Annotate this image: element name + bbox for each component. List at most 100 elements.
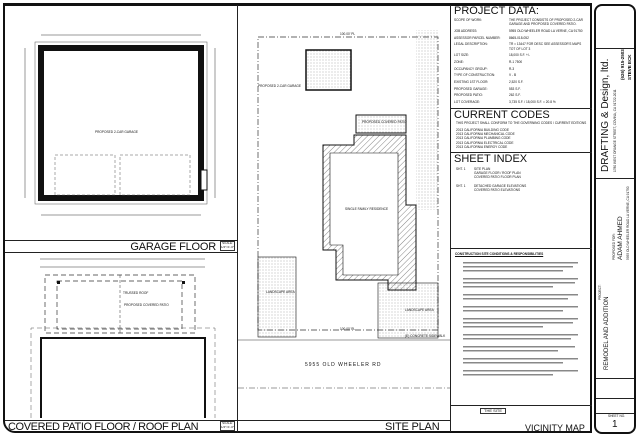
construction-notes-text [463,262,578,376]
project-data-table: SCOPE OF WORK: THE PROJECT CONSISTS OF PR… [451,17,592,108]
row-key: JOB ADDRESS: [454,28,478,33]
sheet-no: SHT. 1 [456,183,466,188]
sheet-desc: SITE PLAN [474,167,491,172]
row-value: 2,520 S.F. [509,80,524,85]
patio-plan-drawing [30,258,216,418]
sheet-no: SHT. 1 [456,167,466,172]
project-label: PROJECT: [598,284,602,300]
garage-floor-drawing [24,34,216,216]
sheet-number: 1 [612,419,618,430]
divider [5,420,450,421]
row-key: ASSESSOR PARCEL NUMBER: [454,35,501,40]
project-data-row: OCCUPANCY GROUP: R-3 [454,67,589,71]
code-item: 2013 CALIFORNIA MECHANICAL CODE [456,132,515,137]
notes-title: CONSTRUCTION SITE CONDITIONS & RESPONSIB… [455,252,544,256]
row-value: TR = 13447 FOR DESC SEE ASSESSOR'S MAPS … [509,42,582,51]
row-value: R-1 7500 [509,59,523,64]
site-patio-label: PROPOSED COVERED PATIO [362,120,407,124]
project-data-row: ASSESSOR PARCEL NUMBER: 8665-018-052 [454,36,589,40]
landscape-label: LANDSCAPE AREA [405,308,434,312]
site-plan-drawing [238,30,450,389]
divider [450,5,451,432]
project-info-column: PROJECT DATA: SCOPE OF WORK: THE PROJECT … [451,5,592,248]
sheet-desc: GARAGE FLOOR / ROOF PLAN [474,171,521,176]
firm-name: DRAFTING & Design, ltd. [600,58,611,172]
sheet-index-title: SHEET INDEX [454,153,528,166]
property-line-label: 100.00' PL [340,32,356,36]
garage-floor-scale: SCALE: 1/4"=1'-0" [220,241,235,251]
project-data-row: LOT SIZE: 18,000 S.F. +/- [454,53,589,57]
property-line-label: 100.00' PL [340,327,356,331]
site-marker: THE SITE [480,408,507,415]
project-data-row: ZONE: R-1 7500 [454,60,589,64]
row-value: 18,000 S.F. +/- [509,53,530,58]
project-data-row: PROPOSED PATIO: 262 S.F. [454,93,589,97]
sheet-desc: COVERED PATIO ELEVATIONS [474,187,521,192]
site-plan-title: SITE PLAN [385,421,440,433]
sidewalk-label: (E) CONCRETE SIDEWALK [405,334,446,338]
garage-label: PROPOSED 2-CAR GARAGE [95,130,139,134]
patio-plan-title: COVERED PATIO FLOOR / ROOF PLAN [8,421,199,433]
project-data-row: JOB ADDRESS: 5955 OLD WHEELER ROAD LA VER… [454,29,589,33]
prepared-for-label: PROPOSED FOR: [612,233,616,260]
row-key: EXISTING 1ST FLOOR: [454,80,489,85]
residence-label: SINGLE FAMILY RESIDENCE [345,207,389,211]
title-block [594,4,636,434]
site-garage-label: PROPOSED 2-CAR GARAGE [258,84,302,88]
vicinity-map-title: VICINITY MAP [525,423,585,433]
project-data-row: SCOPE OF WORK: THE PROJECT CONSISTS OF PR… [454,18,589,26]
row-value: 553 S.F. [509,86,521,91]
sheet-label: SHEET NO. [608,414,626,418]
row-value: 262 S.F. [509,93,521,98]
firm-contact: STEVE ECK [627,54,632,80]
client-address: 5955 OLD WHEELER ROAD LA VERNE, CA 91750 [626,186,630,260]
row-key: LEGAL DESCRIPTION: [454,42,488,47]
project-data-row: LOT COVERAGE: 3,735 S.F. / 18,000 S.F. = … [454,100,589,104]
row-key: PROPOSED PATIO: [454,93,483,98]
row-value: V - B [509,73,517,78]
patio-plan-scale: SCALE: 1/4"=1'-0" [220,421,235,431]
firm-address: 1780 WEST ORANGE STREET, COVINA, CA 9172… [613,89,617,172]
codes-intro: THIS PROJECT SHALL CONFORM TO THE GOVERN… [456,120,587,125]
client-name: ADAM AHMED [617,216,624,260]
code-item: 2013 CALIFORNIA PLUMBING CODE [456,136,511,141]
sheet-desc: COVERED PATIO FLOOR PLAN [474,175,521,180]
firm-phone: (626) 915-2503 [620,49,625,80]
project-name: REMODEL AND ADDITION [604,296,610,370]
row-value: THE PROJECT CONSISTS OF PROPOSED 2-CAR G… [509,18,583,27]
project-data-row: PROPOSED GARAGE: 553 S.F. [454,87,589,91]
sheet-desc: DETACHED GARAGE ELEVATIONS [474,183,527,188]
drawing-border [3,3,592,433]
row-key: SCOPE OF WORK: [454,18,483,22]
project-data-row: TYPE OF CONSTRUCTION: V - B [454,73,589,77]
row-key: PROPOSED GARAGE: [454,86,488,91]
project-data-row: LEGAL DESCRIPTION: TR = 13447 FOR DESC SE… [454,42,589,50]
street-label: 5955 OLD WHEELER RD [305,362,382,368]
row-value: 8665-018-052 [509,35,529,40]
row-value: 5955 OLD WHEELER ROAD LA VERNE, CA 91750 [509,28,583,33]
row-key: LOT COVERAGE: [454,100,480,105]
divider [237,5,238,432]
code-item: 2013 CALIFORNIA BUILDING CODE [456,128,509,133]
row-key: LOT SIZE: [454,53,469,58]
project-data-row: EXISTING 1ST FLOOR: 2,520 S.F. [454,80,589,84]
divider [5,240,237,241]
landscape-label: LANDSCAPE AREA [266,290,295,294]
row-value: 3,735 S.F. / 18,000 S.F. = 20.8 % [509,100,556,105]
garage-floor-title: GARAGE FLOOR [130,241,216,253]
row-value: R-3 [509,66,515,71]
code-item: 2013 CALIFORNIA ELECTRICAL CODE [456,140,514,145]
patio-roof-label: TRUSSED ROOF [123,291,149,295]
row-key: OCCUPANCY GROUP: [454,66,488,71]
project-data-title: PROJECT DATA: [454,5,539,17]
patio-label: PROPOSED COVERED PATIO [124,303,169,307]
codes-title: CURRENT CODES [454,108,550,121]
divider [5,252,237,253]
row-key: TYPE OF CONSTRUCTION: [454,73,496,78]
row-key: ZONE: [454,59,464,64]
code-item: 2013 CALIFORNIA ENERGY CODE [456,144,508,149]
